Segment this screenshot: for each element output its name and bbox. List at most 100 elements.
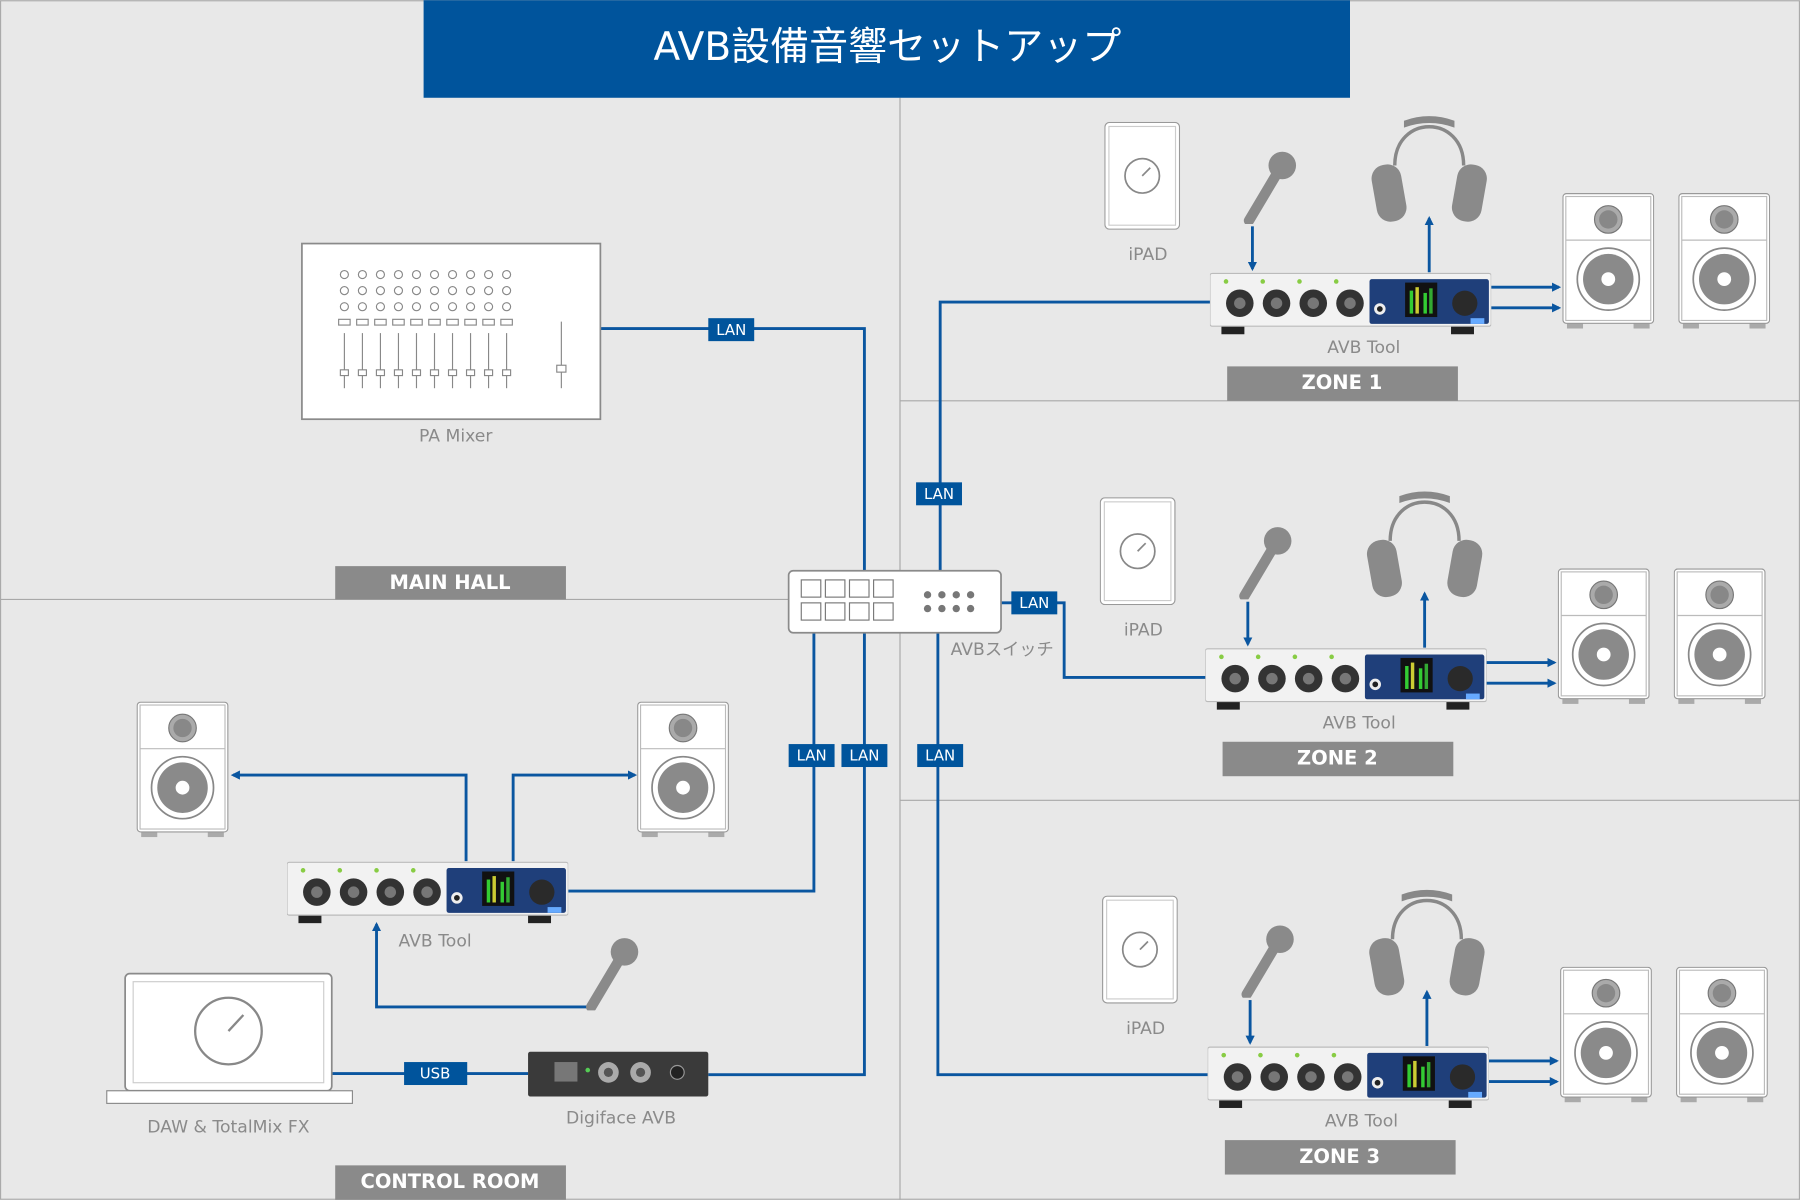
pa-mixer-label: PA Mixer (419, 426, 493, 446)
mixer-controls (338, 269, 567, 389)
ethernet-port (824, 602, 846, 621)
lan-tag-zone1: LAN (916, 482, 962, 506)
ipad-icon (1100, 498, 1175, 605)
mixer-knob (483, 302, 494, 312)
mixer-knob (357, 269, 368, 280)
mixer-knob (465, 269, 476, 280)
lan-tag-zone2: LAN (1011, 591, 1058, 615)
control-speaker-left (137, 702, 228, 837)
switch-led (952, 591, 960, 599)
mixer-button (392, 318, 405, 326)
lan-tag-digiface: LAN (841, 744, 888, 768)
mixer-knob (339, 302, 349, 312)
svg-text:LAN: LAN (924, 485, 954, 503)
svg-text:USB: USB (420, 1065, 451, 1083)
mixer-knob (411, 269, 422, 280)
wire-mixer-switch (600, 327, 866, 571)
speaker-right (1679, 194, 1770, 329)
lan-tag-mixer: LAN (708, 318, 755, 342)
mixer-button (500, 318, 513, 326)
switch-led (966, 604, 975, 613)
lan-tag-control-avb: LAN (788, 744, 835, 768)
ipad-label: iPAD (1128, 245, 1167, 265)
svg-text:ZONE 2: ZONE 2 (1297, 746, 1378, 769)
mixer-fader (429, 369, 440, 377)
pa-mixer (301, 242, 602, 421)
mixer-button (428, 318, 441, 326)
ethernet-port (800, 602, 822, 621)
mixer-knob (429, 286, 440, 296)
svg-text:LAN: LAN (716, 321, 746, 339)
mixer-knob (429, 302, 440, 312)
mixer-knob (339, 286, 349, 296)
wire-switch-zone1 (938, 300, 1210, 571)
avb-tool-label: AVB Tool (1327, 338, 1400, 358)
mixer-fader (339, 369, 349, 377)
svg-text:LAN: LAN (849, 747, 879, 765)
mixer-master-fader (556, 364, 567, 373)
speaker-left (1561, 967, 1652, 1102)
speaker-right (1674, 569, 1765, 704)
zone-label: ZONE 3 (1224, 1140, 1456, 1175)
mixer-knob (502, 302, 512, 312)
mixer-knob (375, 286, 386, 296)
mixer-button (464, 318, 477, 326)
svg-text:LAN: LAN (925, 747, 955, 765)
arrow-mic-to-avb (371, 922, 591, 1009)
control-avb-tool (287, 862, 568, 923)
usb-tag: USB (404, 1062, 468, 1086)
switch-led (952, 604, 960, 613)
control-avb-tool-label: AVB Tool (399, 932, 472, 952)
avb-tool-label: AVB Tool (1325, 1112, 1398, 1132)
svg-text:LAN: LAN (1019, 594, 1049, 612)
mixer-button (410, 318, 423, 326)
switch-led (938, 604, 946, 613)
mixer-knob (357, 286, 368, 296)
lan-tag-zone3: LAN (917, 744, 964, 768)
mixer-knob (483, 269, 494, 280)
mixer-knob (429, 269, 440, 280)
mixer-fader (465, 369, 476, 377)
ethernet-port (873, 579, 894, 598)
avb-tool (1210, 273, 1491, 334)
digiface-label: Digiface AVB (566, 1108, 676, 1128)
mixer-fader (483, 369, 494, 377)
mixer-knob (357, 302, 368, 312)
ethernet-port (824, 579, 846, 598)
mixer-knob (411, 286, 422, 296)
mixer-knob (393, 302, 404, 312)
mixer-knob (375, 302, 386, 312)
zone-label: ZONE 2 (1222, 741, 1454, 777)
daw-label: DAW & TotalMix FX (147, 1117, 309, 1137)
mixer-button (482, 318, 495, 326)
switch-led (923, 604, 932, 613)
ipad-icon (1105, 122, 1180, 229)
speaker-right (1677, 967, 1768, 1102)
svg-text:ZONE 1: ZONE 1 (1302, 371, 1383, 394)
svg-text:MAIN HALL: MAIN HALL (389, 571, 510, 594)
avb-tool (1205, 649, 1486, 710)
arrow-to-right-speaker (511, 770, 638, 862)
mixer-knob (393, 269, 404, 280)
mixer-fader (447, 369, 458, 377)
wire-switch-digiface (708, 632, 866, 1077)
mixer-fader (393, 369, 404, 377)
ipad-label: iPAD (1124, 620, 1163, 640)
ethernet-port (873, 602, 894, 621)
mixer-knob (447, 302, 458, 312)
title-banner: AVB設備音響セットアップ (423, 0, 1350, 98)
zone-label-control-room: CONTROL ROOM (335, 1165, 566, 1200)
mixer-knob (447, 269, 458, 280)
avb-tool (1208, 1047, 1489, 1108)
wire-switch-zone3 (936, 632, 1208, 1077)
zone-label: ZONE 1 (1227, 366, 1458, 401)
mixer-button (374, 318, 387, 326)
page-title: AVB設備音響セットアップ (653, 25, 1121, 70)
ipad-icon (1103, 896, 1178, 1003)
mixer-knob (502, 269, 512, 280)
laptop-icon (106, 972, 353, 1104)
